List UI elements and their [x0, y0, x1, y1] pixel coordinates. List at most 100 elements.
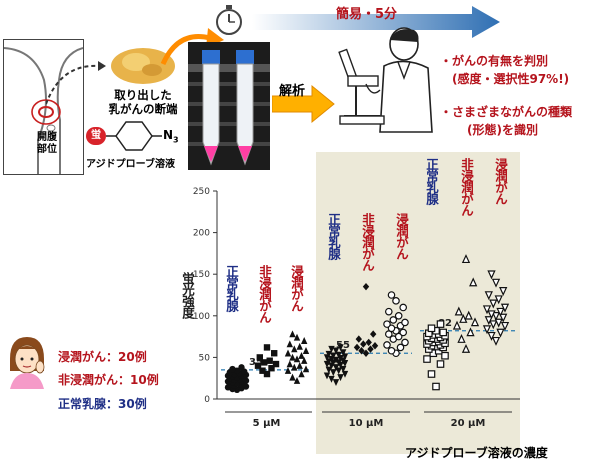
n3-label: N3: [163, 128, 179, 144]
data-point-g2-s2: [487, 331, 496, 341]
data-point-g2-s2: [484, 291, 493, 301]
data-point-g0-s2: [301, 357, 308, 364]
data-point-g1-s0: [337, 344, 344, 352]
result-2: ・さまざまながんの種類: [440, 105, 573, 119]
data-point-g0-s0: [229, 365, 236, 373]
data-point-g1-s1: [355, 335, 362, 343]
data-point-g1-s1: [362, 349, 370, 357]
data-point-g0-s1: [256, 354, 263, 361]
data-point-g0-s1: [271, 350, 278, 357]
data-point-g1-s0: [335, 367, 342, 375]
legend-noninvasive: 非浸潤がん：10例: [58, 373, 159, 387]
data-point-g1-s2: [389, 316, 398, 324]
data-point-g2-s0: [432, 382, 440, 391]
data-point-g1-s0: [323, 372, 331, 380]
result-1b: (感度・選択性97%!): [452, 72, 570, 86]
data-point-g1-s2: [392, 297, 400, 305]
data-point-g0-s2: [296, 342, 303, 350]
data-point-g1-s2: [399, 328, 408, 337]
label-10-invasive: 浸潤がん: [394, 213, 409, 259]
data-point-g1-s0: [332, 364, 340, 372]
data-point-g0-s2: [286, 360, 293, 368]
data-point-g2-s0: [441, 351, 449, 360]
data-point-g0-s1: [268, 365, 275, 372]
data-point-g0-s2: [293, 376, 301, 384]
label-20-normal: 正常乳腺: [424, 158, 439, 204]
data-point-g0-s2: [298, 352, 305, 359]
data-point-g1-s1: [362, 282, 370, 291]
data-point-g1-s2: [396, 343, 405, 352]
data-point-g2-s2: [489, 320, 498, 330]
data-point-g0-s2: [289, 353, 296, 361]
data-point-g2-s2: [494, 295, 503, 305]
data-point-g1-s0: [328, 345, 335, 353]
data-point-g1-s2: [387, 324, 396, 333]
data-point-g2-s1: [470, 317, 480, 327]
data-point-g1-s0: [340, 349, 347, 357]
concentration-label: 20 μM: [451, 418, 486, 429]
data-point-g0-s2: [298, 370, 305, 378]
y-tick-label: 150: [193, 270, 210, 280]
threshold-label: 35: [249, 357, 263, 368]
data-point-g0-s1: [263, 344, 271, 351]
data-point-g2-s2: [484, 316, 493, 326]
data-point-g2-s2: [500, 321, 510, 331]
data-point-g2-s2: [482, 325, 492, 335]
n3-n: N: [163, 128, 174, 142]
y-tick-label: 250: [193, 187, 210, 197]
data-point-g0-s2: [291, 345, 298, 353]
data-point-g0-s2: [286, 340, 293, 348]
data-point-g1-s2: [401, 318, 409, 327]
data-point-g0-s1: [263, 370, 271, 378]
data-point-g1-s0: [335, 351, 342, 359]
band-1: [316, 152, 416, 454]
data-point-g1-s1: [367, 345, 374, 353]
data-point-g1-s2: [383, 341, 391, 349]
data-point-g2-s2: [496, 328, 505, 338]
label-20-invasive: 浸潤がん: [493, 158, 508, 204]
data-point-g1-s0: [340, 365, 347, 373]
tube-right: [236, 50, 254, 166]
dashed-arrow: [46, 61, 106, 105]
label-5-invasive: 浸潤がん: [289, 265, 304, 311]
data-point-g0-s2: [302, 347, 310, 354]
concentration-label: 10 μM: [349, 418, 384, 429]
data-point-g0-s0: [238, 364, 245, 371]
y-tick-label: 0: [204, 395, 210, 405]
analysis-arrow: [272, 84, 335, 124]
data-point-g1-s2: [399, 303, 408, 312]
stopwatch-icon: [216, 5, 242, 35]
label-5-noninvasive: 非浸潤がん: [257, 265, 272, 323]
data-point-g2-s0: [436, 360, 445, 368]
data-point-g0-s2: [301, 337, 308, 344]
n3-sub: 3: [173, 135, 179, 145]
data-point-g1-s1: [370, 330, 377, 338]
data-point-g2-s1: [454, 306, 463, 316]
data-point-g0-s1: [259, 367, 266, 374]
y-tick-label: 50: [199, 353, 211, 363]
data-point-g1-s2: [387, 291, 396, 299]
data-point-g0-s2: [302, 365, 310, 373]
probe-structure: 蛍 N3: [82, 119, 186, 153]
analysis-label: 解析: [279, 84, 306, 99]
probe-label: アジドプローブ溶液: [86, 159, 175, 170]
data-point-g2-s2: [487, 310, 496, 320]
tissue-sample: [111, 48, 175, 84]
data-point-g1-s0: [328, 375, 335, 383]
tissue-label: 取り出した 乳がんの断端: [108, 88, 178, 116]
y-axis-label: 蛍光強度: [180, 272, 195, 318]
body-outline-panel: 開腹 部位: [3, 39, 84, 175]
data-point-g2-s1: [461, 254, 471, 264]
patient-icon: [10, 337, 45, 389]
data-point-g1-s2: [384, 307, 393, 316]
data-point-g1-s1: [371, 342, 379, 350]
data-point-g0-s2: [289, 373, 296, 381]
data-point-g2-s2: [496, 307, 505, 317]
data-point-g2-s2: [491, 312, 501, 321]
data-point-g2-s2: [482, 305, 492, 315]
data-point-g2-s1: [452, 320, 462, 330]
band-2: [416, 152, 520, 454]
data-point-g1-s2: [401, 338, 409, 347]
data-point-g1-s1: [353, 343, 361, 352]
